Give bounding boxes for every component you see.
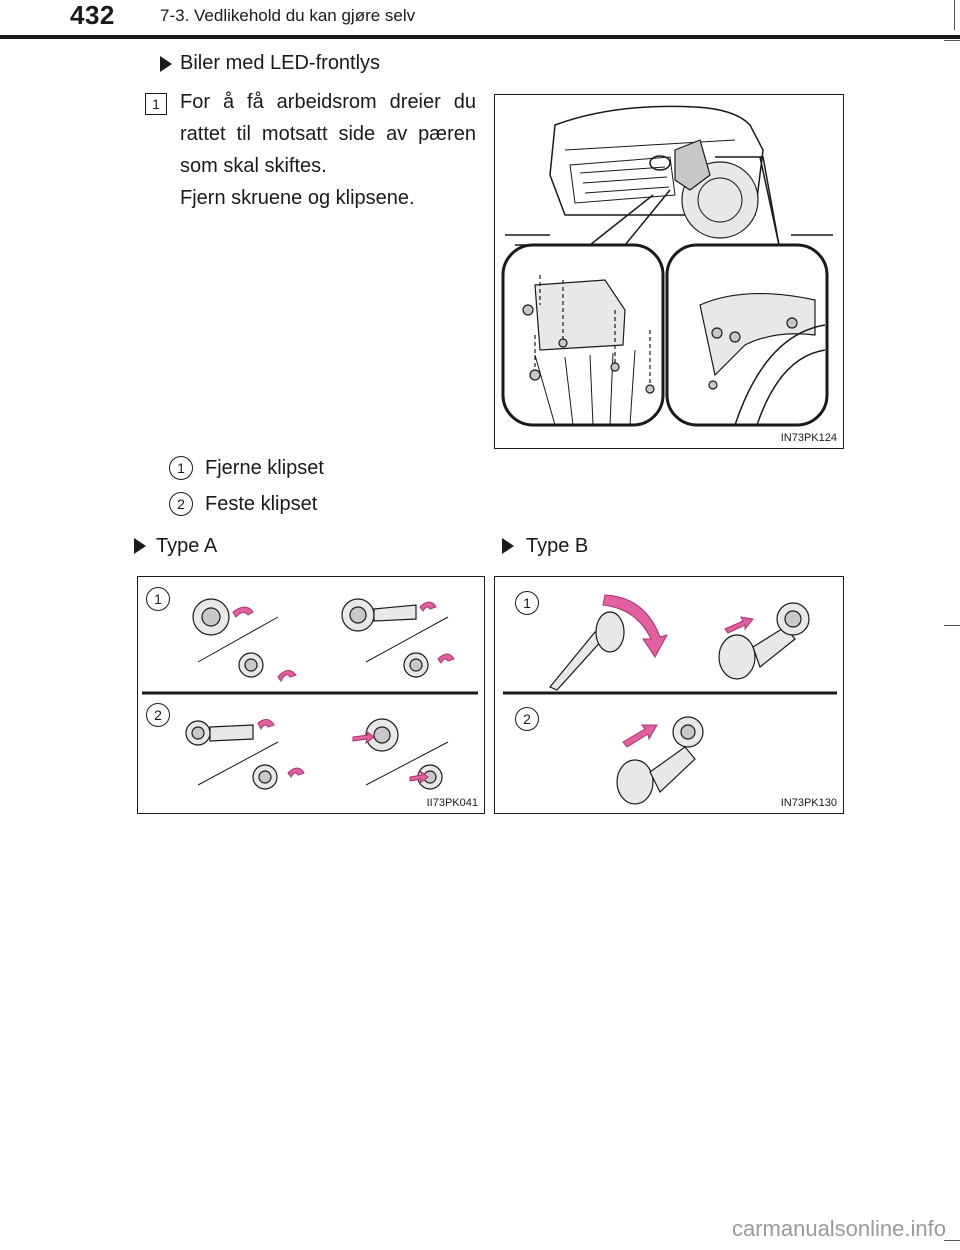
type-b-clip-illustration: 1 2 IN73PK130 — [494, 576, 844, 814]
figure-code: IN73PK130 — [780, 797, 837, 809]
figure-marker: 2 — [146, 703, 170, 727]
figure-marker: 1 — [515, 591, 539, 615]
type-a-clip-illustration: 1 2 II73PK041 — [137, 576, 485, 814]
step-number-box: 1 — [145, 93, 167, 115]
page-number: 432 — [70, 0, 115, 30]
figure-marker: 2 — [515, 707, 539, 731]
crop-mark — [944, 1240, 960, 1241]
step-paragraph: Fjern skruene og klipsene. — [180, 187, 415, 209]
legend-number: 2 — [169, 492, 193, 516]
figure-marker: 1 — [146, 587, 170, 611]
type-b-drawing — [503, 594, 837, 805]
type-b-label: Type B — [526, 535, 589, 557]
legend-text: Fjerne klipset — [205, 457, 324, 479]
car-front-drawing — [501, 105, 833, 427]
type-a-label: Type A — [156, 535, 218, 557]
watermark: carmanualsonline.info — [731, 1216, 946, 1241]
step-paragraph: For å få arbeidsrom dreier du rattet til… — [180, 91, 476, 177]
bullet-triangle-icon — [134, 538, 146, 554]
figure-code: II73PK041 — [426, 797, 478, 809]
bullet-triangle-icon — [160, 56, 172, 72]
crop-mark — [944, 625, 960, 626]
figure-code: IN73PK124 — [780, 432, 837, 444]
section-header-title: 7-3. Vedlikehold du kan gjøre selv — [160, 6, 416, 25]
type-a-drawing — [142, 598, 478, 790]
section-heading: Biler med LED-frontlys — [180, 52, 381, 74]
crop-mark — [954, 0, 955, 30]
bullet-triangle-icon — [502, 538, 514, 554]
legend-text: Feste klipset — [205, 493, 318, 515]
legend-number: 1 — [169, 456, 193, 480]
crop-mark — [944, 40, 960, 41]
header-rule — [0, 35, 960, 39]
headlight-clip-illustration: IN73PK124 — [494, 94, 844, 449]
